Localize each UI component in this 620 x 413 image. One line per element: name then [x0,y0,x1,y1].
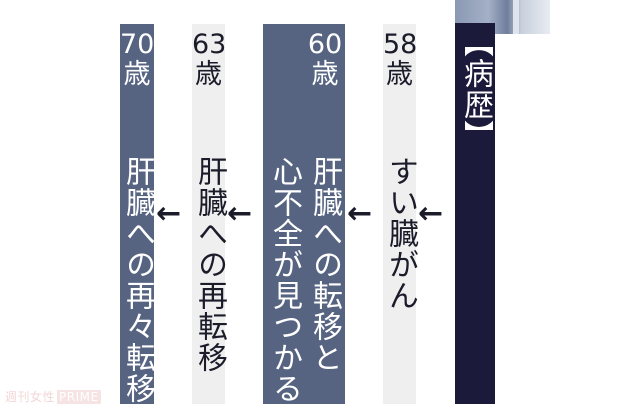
entry-text-line-1: 肝臓への転移と [307,156,342,373]
arrow-left-icon: ← [227,196,253,231]
arrow-left-icon: ← [347,196,373,231]
entry-text: 肝臓への再転移 [192,156,227,373]
history-title: 【病歴】 [458,27,493,151]
entry-text: すい臓がん [383,156,418,311]
history-title-column: 【病歴】 [455,23,495,404]
entry-text-line-2: 心不全が見つかる [267,156,302,404]
photo-stripe [513,0,519,34]
arrow-left-icon: ← [418,196,444,231]
arrow-left-icon: ← [156,196,182,231]
entry-text: 肝臓への再々転移 [120,156,155,404]
